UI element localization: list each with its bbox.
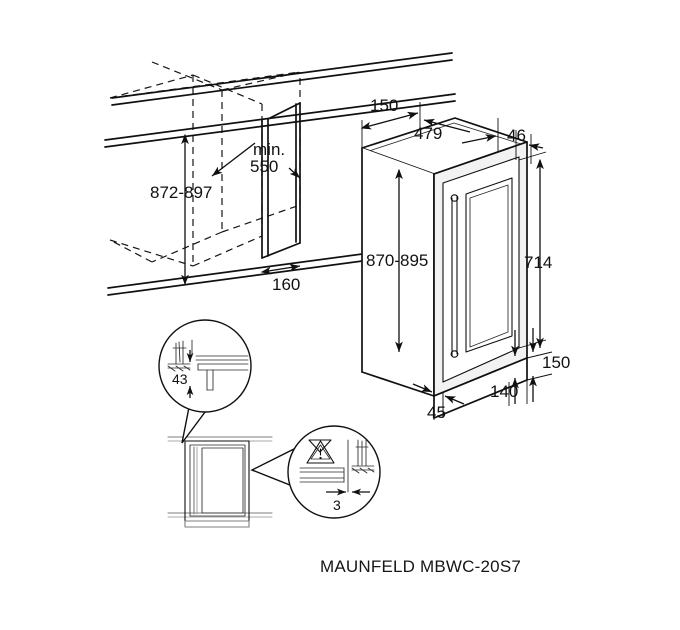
dim-plinth-height: 150 [511,328,570,381]
dim-body-height-label: 870-895 [366,251,428,270]
appliance-top-face [362,118,527,174]
dim-niche-depth-prefix: min. [253,140,285,159]
detail-bubble-top-gap: 43 [158,319,252,444]
dim-door-height: 714 [518,151,552,349]
dim-niche-height: 872-897 [150,133,212,285]
door-glass-inner [469,184,509,348]
dim-niche-depth: min. 550 [211,140,301,179]
elevation-plinth [184,520,250,528]
wall-top-band [111,52,453,106]
elevation-door-outline [189,444,246,517]
detail-bubble-side-gap: 3 [250,425,381,519]
door-handle-icon [450,194,459,358]
elevation-glass-panel [201,447,244,514]
detail-a-panel-hatch [167,340,191,372]
dim-top-depth-label: 479 [414,124,442,143]
dim-plinth-height-label: 150 [542,353,570,372]
dim-niche-front-offset: 160 [260,263,300,294]
door-outer-panel [443,157,519,382]
dim-door-height-label: 714 [524,253,552,272]
dim-plinth-depth-label: 140 [490,382,518,401]
appliance-top-face-inner [365,122,522,153]
appliance-body-bottom-edge [361,371,435,397]
wall-mid-band [104,93,456,148]
detail-top-gap-label: 43 [172,371,188,387]
detail-bubble-top-gap-circle [158,319,252,413]
dim-top-depth: 479 [414,118,499,152]
dim-niche-depth-label: 550 [250,157,278,176]
door-glass-panel [465,177,513,353]
dim-top-left-clearance-label: 150 [370,96,398,115]
dim-top-left-clearance: 150 [360,96,421,148]
detail-b-panel-hatch [351,439,375,474]
appliance-isometric-group [361,117,528,419]
detail-b-shelf-lines [299,439,349,493]
niche-inner-walls [261,102,301,259]
dim-top-right-clearance: 46 [507,126,544,164]
appliance-body-face [362,148,434,396]
detail-side-gap-label: 3 [333,497,341,513]
dim-top-right-clearance-label: 46 [507,126,526,145]
dim-niche-front-offset-label: 160 [272,275,300,294]
dim-toe-offset-label: 45 [427,403,446,422]
dim-body-height: 870-895 [366,168,428,352]
detail-a-shelf-lines [191,339,249,391]
dim-toe-offset: 45 [412,383,465,422]
dim-niche-height-label: 872-897 [150,183,212,202]
dim-plinth-depth: 140 [490,376,537,406]
page-title: MAUNFELD MBWC-20S7 [320,557,521,576]
warning-triangle-icon [306,439,335,464]
